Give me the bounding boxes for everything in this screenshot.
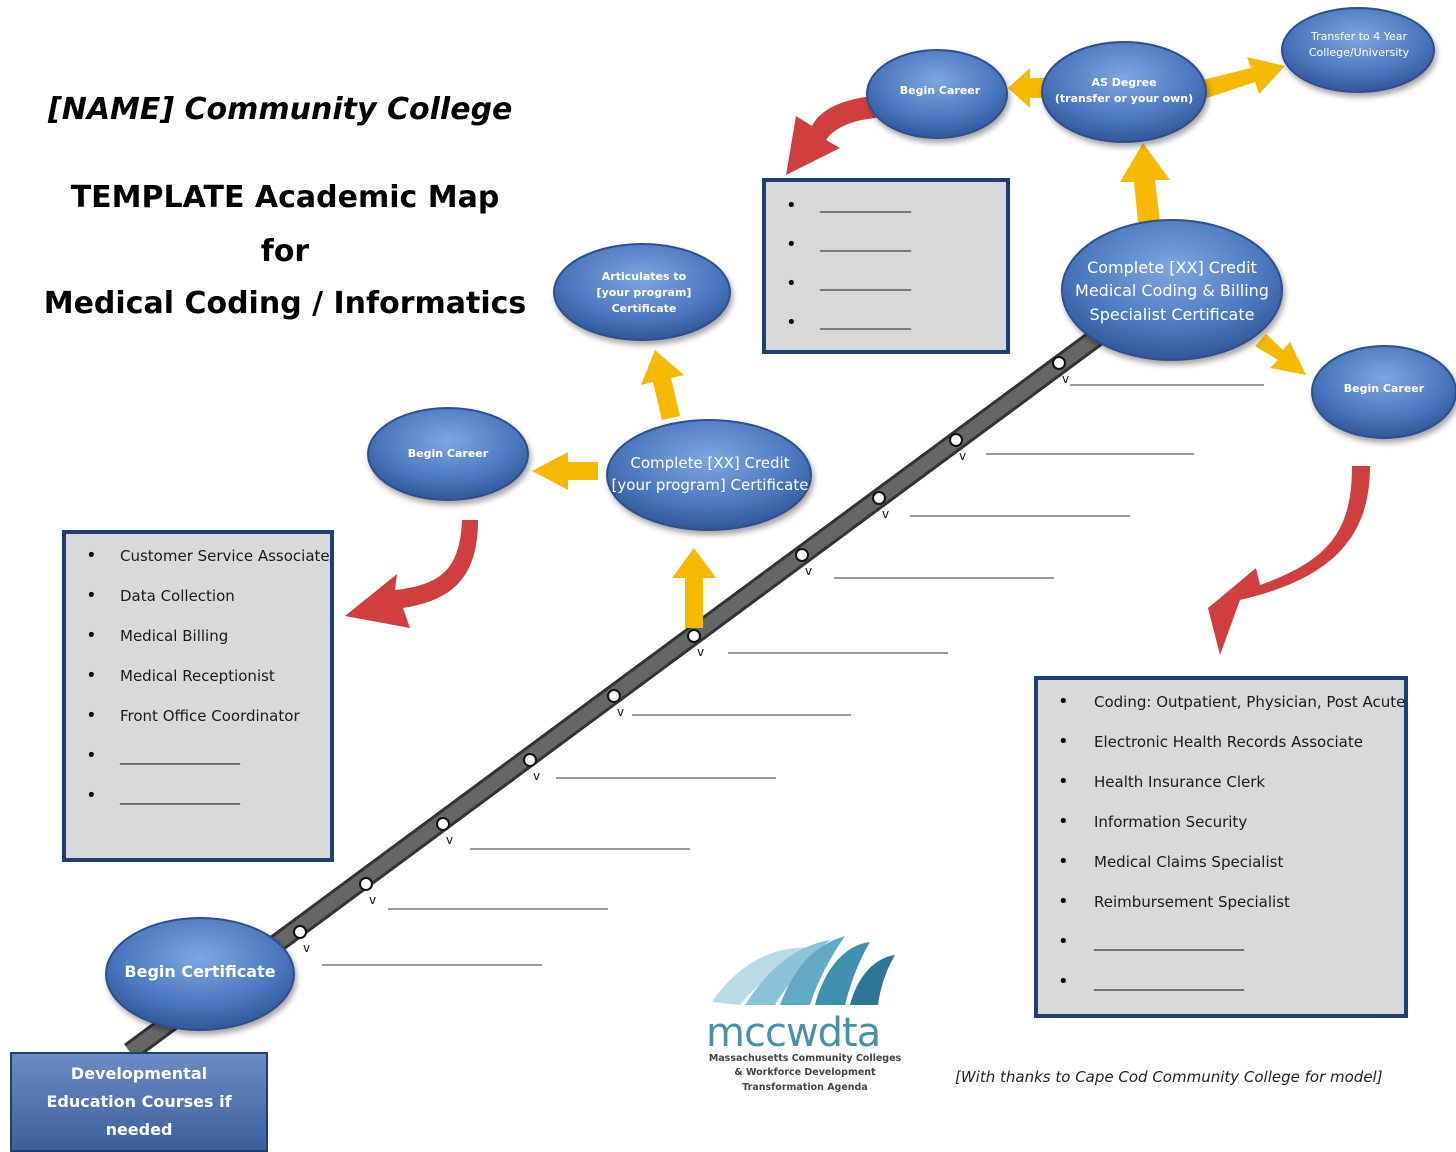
milestone-mark: v [959, 449, 966, 463]
list-item: Health Insurance Clerk [1038, 762, 1404, 802]
milestone-mark: v [303, 941, 310, 955]
program-certificate-label: Complete [XX] Credit [your program] Cert… [611, 454, 809, 494]
list-item: _____________ [766, 303, 1006, 342]
list-item: _____________ [766, 225, 1006, 264]
yellow-arrow-icon [1120, 143, 1170, 222]
coding-certificate-oval [1061, 219, 1283, 361]
begin-career-left-label: Begin Career [407, 447, 489, 461]
transfer-label: Transfer to 4 Year College/University [1308, 30, 1410, 59]
top-jobs-list: ________________________________________… [766, 186, 1006, 342]
articulates-oval [553, 243, 731, 341]
milestone-circle-icon [687, 629, 701, 643]
right-jobs-list: Coding: Outpatient, Physician, Post Acut… [1038, 682, 1405, 1002]
milestone-circle-icon [523, 753, 537, 767]
begin-career-right-oval [1311, 345, 1456, 439]
milestone-circle-icon [872, 491, 886, 505]
list-item: ____________________ [1038, 962, 1404, 1002]
articulates-label: Articulates to [your program] Certificat… [596, 270, 692, 315]
list-item: Data Collection [66, 576, 330, 616]
left-jobs-list: Customer Service AssociateData Collectio… [66, 536, 330, 816]
milestone-mark: v [805, 564, 812, 578]
milestone-circle-icon [1052, 356, 1066, 370]
milestone-circle-icon [949, 433, 963, 447]
list-item: Front Office Coordinator [66, 696, 330, 736]
begin-career-right-label: Begin Career [1343, 382, 1425, 396]
milestone-mark: v [697, 645, 704, 659]
mccwdta-fan-logo-icon [712, 936, 895, 1005]
top-jobs-panel: ________________________________________… [762, 178, 1010, 354]
milestone-blank-lines [322, 384, 1264, 966]
transfer-oval [1281, 7, 1435, 93]
list-item: Medical Billing [66, 616, 330, 656]
left-jobs-panel: Customer Service AssociateData Collectio… [62, 530, 334, 862]
page-title: TEMPLATE Academic Map [70, 180, 500, 215]
footer-note: [With thanks to Cape Cod Community Colle… [955, 1068, 1383, 1086]
milestone-circle-icon [436, 817, 450, 831]
logo-subtitle: Massachusetts Community Colleges & Workf… [708, 1053, 902, 1093]
milestone-mark: v [1062, 372, 1069, 386]
yellow-arrow-icon [672, 548, 716, 628]
milestone-mark: v [882, 507, 889, 521]
program-title: Medical Coding / Informatics [43, 286, 527, 321]
college-name: [NAME] Community College [48, 92, 513, 127]
list-item: ________________ [66, 736, 330, 776]
red-curved-arrow-icon [345, 520, 478, 628]
list-item: Coding: Outpatient, Physician, Post Acut… [1038, 682, 1405, 722]
developmental-education-box: Developmental Education Courses if neede… [10, 1052, 268, 1152]
coding-certificate-label: Complete [XX] Credit Medical Coding & Bi… [1075, 258, 1269, 324]
milestone-circle-icon [607, 689, 621, 703]
list-item: _____________ [766, 186, 1006, 225]
as-degree-label: AS Degree (transfer or your own) [1054, 76, 1194, 105]
list-item: Customer Service Associate [66, 536, 330, 576]
right-jobs-panel: Coding: Outpatient, Physician, Post Acut… [1034, 676, 1408, 1018]
list-item: ____________________ [1038, 922, 1404, 962]
list-item: Electronic Health Records Associate [1038, 722, 1404, 762]
milestone-circle-icon [293, 925, 307, 939]
yellow-arrow-icon [532, 452, 598, 490]
list-item: ________________ [66, 776, 330, 816]
milestone-mark: v [533, 769, 540, 783]
milestone-mark: v [446, 833, 453, 847]
list-item: _____________ [766, 264, 1006, 303]
title-for: for [260, 234, 310, 269]
list-item: Medical Claims Specialist [1038, 842, 1404, 882]
list-item: Medical Receptionist [66, 656, 330, 696]
milestone-circle-icon [359, 877, 373, 891]
yellow-arrow-icon [1255, 334, 1306, 375]
program-certificate-oval [606, 419, 812, 531]
begin-certificate-label: Begin Certificate [124, 962, 276, 982]
list-item: Information Security [1038, 802, 1404, 842]
begin-career-left-oval [367, 407, 529, 501]
red-curved-arrow-icon [1208, 466, 1370, 655]
begin-certificate-oval [105, 917, 295, 1031]
logo-wordmark: mccwdta [706, 1010, 881, 1056]
yellow-arrow-icon [1203, 57, 1285, 98]
red-curved-arrow-icon [786, 96, 876, 175]
begin-career-top-label: Begin Career [899, 84, 981, 98]
list-item: Reimbursement Specialist [1038, 882, 1404, 922]
as-degree-oval [1041, 41, 1207, 143]
milestone-mark: v [617, 705, 624, 719]
begin-career-top-oval [866, 49, 1008, 139]
yellow-arrow-icon [641, 350, 684, 420]
yellow-arrow-icon [1008, 68, 1045, 108]
milestone-circle-icon [795, 548, 809, 562]
milestones: v v v v v v v v v v [293, 356, 1069, 955]
milestone-mark: v [369, 893, 376, 907]
